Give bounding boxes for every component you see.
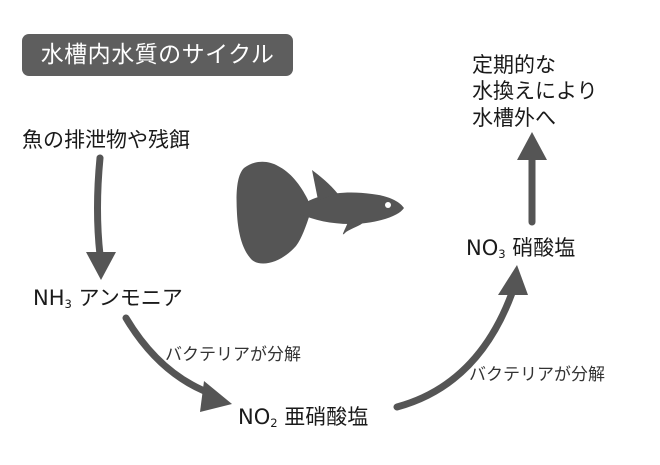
edge-label-bacteria-1: バクテリアが分解 <box>165 345 301 365</box>
removal-line-1: 定期的な <box>472 53 556 77</box>
ammonia-formula-subscript: 3 <box>64 296 72 311</box>
node-nitrate: NO3 硝酸塩 <box>466 235 575 261</box>
nitrite-formula-subscript: 2 <box>270 415 278 430</box>
ammonia-formula: NH <box>33 286 65 310</box>
arrow-waste-to-ammonia <box>86 154 116 280</box>
nitrate-formula: NO <box>466 236 499 260</box>
removal-line-3: 水槽外へ <box>472 105 556 130</box>
nitrite-name: 亜硝酸塩 <box>284 405 369 429</box>
arrow-nitrate-to-removal <box>517 132 547 226</box>
node-nitrite: NO2 亜硝酸塩 <box>238 404 368 430</box>
ammonia-name: アンモニア <box>78 286 183 310</box>
node-ammonia: NH3 アンモニア <box>33 285 183 311</box>
nitrite-formula: NO <box>238 405 271 429</box>
node-removal: 定期的な 水換えにより 水槽外へ <box>472 52 598 131</box>
arrow-nitrite-to-nitrate <box>393 265 528 411</box>
node-waste: 魚の排泄物や残餌 <box>22 128 190 152</box>
removal-line-2: 水換えにより <box>472 79 598 104</box>
nitrate-name: 硝酸塩 <box>512 236 576 260</box>
edge-label-bacteria-2: バクテリアが分解 <box>469 365 605 385</box>
arrow-ammonia-to-nitrite <box>122 314 232 412</box>
diagram-title: 水槽内水質のサイクル <box>22 34 293 76</box>
nitrate-formula-subscript: 3 <box>498 246 506 261</box>
guppy-fish-icon <box>236 161 404 264</box>
